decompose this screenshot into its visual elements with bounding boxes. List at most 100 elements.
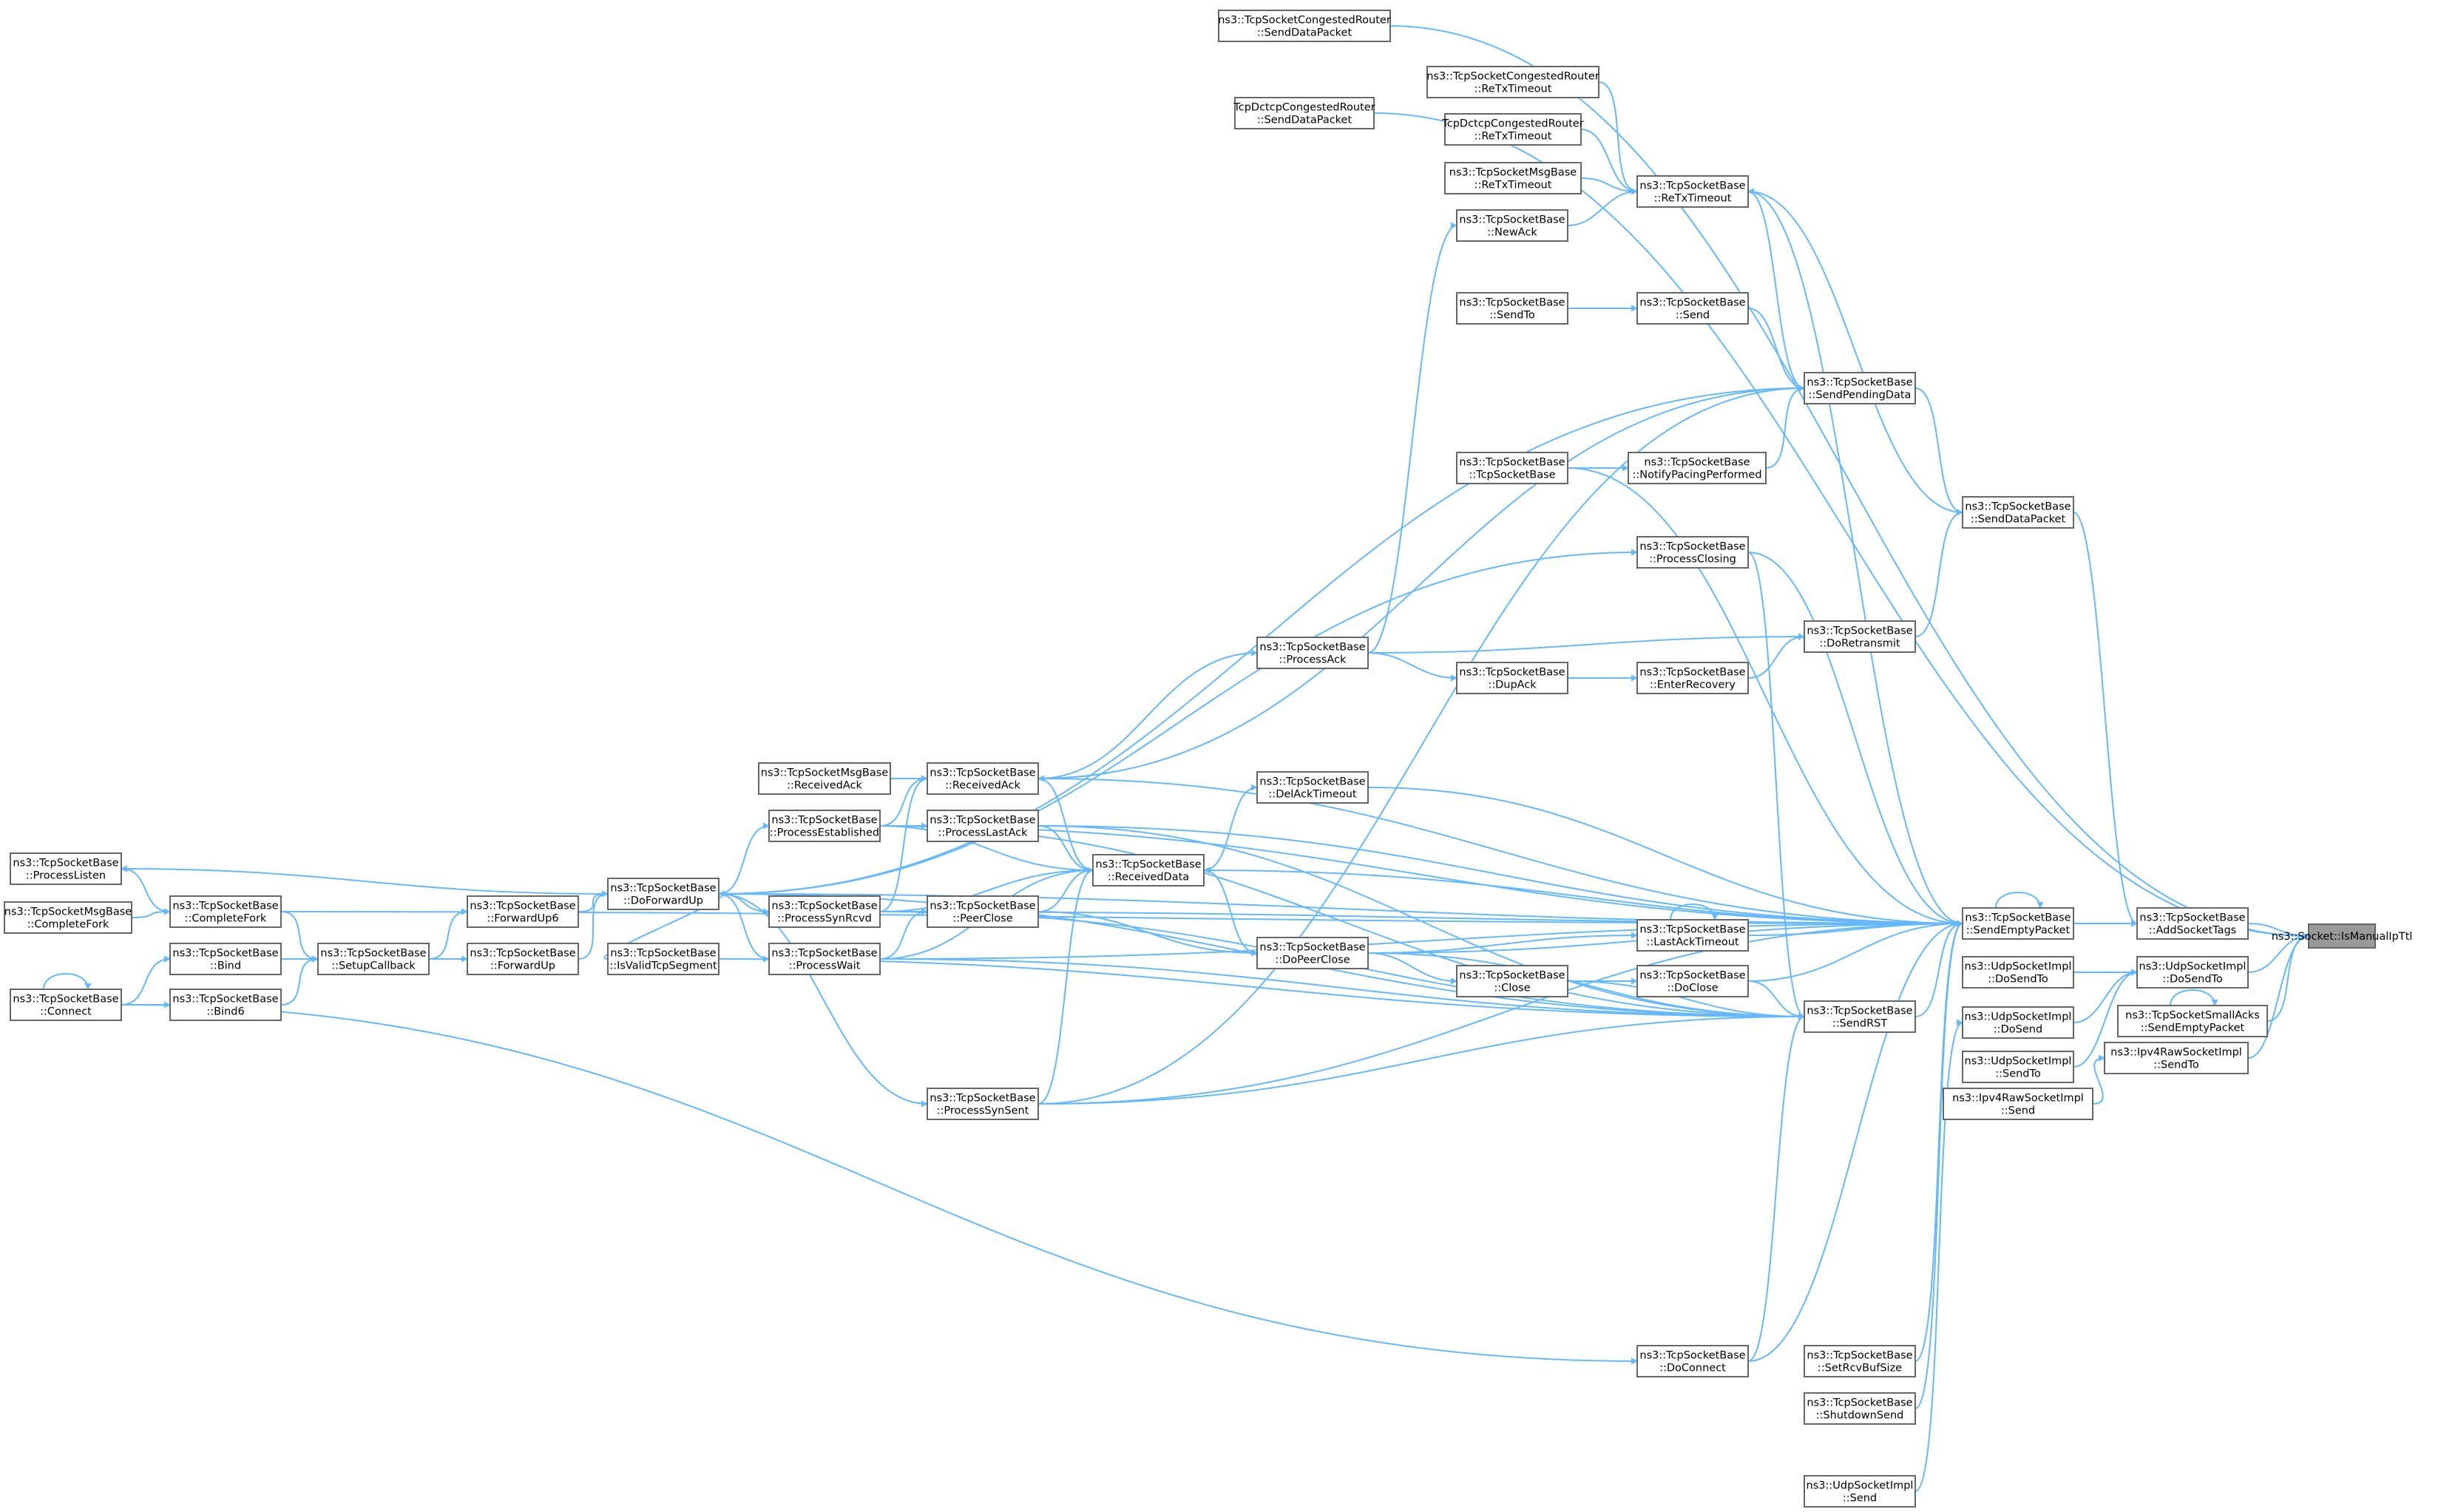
function-node-dup-ack[interactable]: ns3::TcpSocketBase::DupAck <box>1456 662 1568 694</box>
call-edge-do-connect-to-send-r-s-t <box>1747 1013 1805 1362</box>
node-box <box>1962 1006 2074 1039</box>
function-node-enter-recovery[interactable]: ns3::TcpSocketBase::EnterRecovery <box>1636 662 1749 694</box>
function-node-send-r-s-t[interactable]: ns3::TcpSocketBase::SendRST <box>1804 1000 1916 1033</box>
call-edge-send-pending-to-send-data-pkt <box>1914 387 1963 516</box>
function-node-bind6[interactable]: ns3::TcpSocketBase::Bind6 <box>169 989 282 1021</box>
function-node-re-tx[interactable]: ns3::TcpSocketBase::ReTxTimeout <box>1636 175 1749 208</box>
node-box <box>10 989 122 1021</box>
node-label-line: TcpDctcpCongestedRouter <box>1441 118 1583 130</box>
node-label-line: ::ProcessClosing <box>1649 554 1736 566</box>
function-node-udp-do-send-to-r[interactable]: ns3::UdpSocketImpl::DoSendTo <box>2136 956 2249 989</box>
node-label-line: ns3::TcpSocketBase <box>470 948 575 960</box>
function-node-msg-comp-fork[interactable]: ns3::TcpSocketMsgBase::CompleteFork <box>4 901 132 934</box>
function-node-ipv4-send[interactable]: ns3::Ipv4RawSocketImpl::Send <box>1943 1088 2093 1120</box>
function-node-close[interactable]: ns3::TcpSocketBase::Close <box>1456 965 1568 997</box>
function-node-do-connect[interactable]: ns3::TcpSocketBase::DoConnect <box>1636 1345 1749 1377</box>
node-label-line: ns3::TcpSocketBase <box>1639 970 1745 982</box>
function-node-new-ack[interactable]: ns3::TcpSocketBase::NewAck <box>1456 209 1568 242</box>
function-node-comp-fork[interactable]: ns3::TcpSocketBase::CompleteFork <box>169 895 282 928</box>
function-node-recv-ack[interactable]: ns3::TcpSocketBase::ReceivedAck <box>927 762 1039 795</box>
function-node-connect[interactable]: ns3::TcpSocketBase::Connect <box>10 989 122 1021</box>
call-edge-is-valid-to-send-r-s-t <box>718 958 1805 1020</box>
function-node-ipv4-send-to[interactable]: ns3::Ipv4RawSocketImpl::SendTo <box>2104 1042 2249 1074</box>
function-node-proc-listen[interactable]: ns3::TcpSocketBase::ProcessListen <box>10 852 122 885</box>
node-label-line: ::ProcessLastAck <box>938 827 1028 839</box>
function-node-peer-close[interactable]: ns3::TcpSocketBase::PeerClose <box>927 895 1039 928</box>
function-node-dctcp-send[interactable]: TcpDctcpCongestedRouter::SendDataPacket <box>1233 97 1375 129</box>
call-edge-set-rcv-buf-to-send-empty <box>1914 920 1963 1362</box>
call-edge-recv-data-to-recv-ack <box>1037 775 1094 871</box>
call-edge-comp-fork-to-proc-listen <box>121 865 171 912</box>
function-node-is-valid[interactable]: ns3::TcpSocketBase::IsValidTcpSegment <box>607 943 720 975</box>
function-node-udp-do-send-to-l[interactable]: ns3::UdpSocketImpl::DoSendTo <box>1962 956 2074 989</box>
call-edge-do-retransmit-to-send-data-pkt <box>1914 509 1963 637</box>
function-node-set-rcv-buf[interactable]: ns3::TcpSocketBase::SetRcvBufSize <box>1804 1345 1916 1377</box>
function-node-send-pending[interactable]: ns3::TcpSocketBase::SendPendingData <box>1804 372 1916 404</box>
function-node-proc-wait[interactable]: ns3::TcpSocketBase::ProcessWait <box>768 943 881 975</box>
node-label-line: ns3::TcpSocketBase <box>1459 667 1565 679</box>
function-node-proc-syn-sent[interactable]: ns3::TcpSocketBase::ProcessSynSent <box>927 1088 1039 1120</box>
function-node-proc-est[interactable]: ns3::TcpSocketBase::ProcessEstablished <box>768 810 881 842</box>
call-edge-udp-send-to-udp-do-send <box>1914 1019 1963 1492</box>
function-node-last-ack-to[interactable]: ns3::TcpSocketBase::LastAckTimeout <box>1636 919 1749 952</box>
call-edge-proc-est-to-send-r-s-t <box>879 825 1805 1020</box>
call-edge-proc-syn-rcvd-to-recv-ack <box>879 775 928 912</box>
node-label-line: ::ReTxTimeout <box>1475 131 1552 143</box>
function-node-proc-ack[interactable]: ns3::TcpSocketBase::ProcessAck <box>1256 637 1369 669</box>
function-node-proc-last-ack[interactable]: ns3::TcpSocketBase::ProcessLastAck <box>927 810 1039 842</box>
function-node-msg-recv-ack[interactable]: ns3::TcpSocketMsgBase::ReceivedAck <box>758 762 891 795</box>
function-node-setup-cb[interactable]: ns3::TcpSocketBase::SetupCallback <box>317 943 430 975</box>
call-edge-is-valid-to-do-forward-up <box>603 890 725 960</box>
call-edge-close-to-send-r-s-t <box>1567 980 1805 1020</box>
node-box <box>927 810 1039 842</box>
function-node-notify-pacing[interactable]: ns3::TcpSocketBase::NotifyPacingPerforme… <box>1628 452 1767 484</box>
node-label-line: ::DelAckTimeout <box>1268 789 1356 801</box>
function-node-udp-send-to[interactable]: ns3::UdpSocketImpl::SendTo <box>1962 1051 2074 1083</box>
node-label-line: ::SendDataPacket <box>1257 115 1352 126</box>
function-node-do-close[interactable]: ns3::TcpSocketBase::DoClose <box>1636 965 1749 997</box>
call-edge-bind6-to-setup-cb <box>280 955 319 1006</box>
function-node-do-forward-up[interactable]: ns3::TcpSocketBase::DoForwardUp <box>607 878 720 910</box>
function-node-is-manual[interactable]: ns3::Socket::IsManualIpTtl <box>2272 923 2413 949</box>
function-node-fwd-up6[interactable]: ns3::TcpSocketBase::ForwardUp6 <box>467 895 579 928</box>
call-edge-send-pending-to-re-tx <box>1747 188 1805 389</box>
function-node-dctcp-re-tx[interactable]: TcpDctcpCongestedRouter::ReTxTimeout <box>1441 113 1584 146</box>
function-node-proc-closing[interactable]: ns3::TcpSocketBase::ProcessClosing <box>1636 536 1749 569</box>
function-node-small-acks[interactable]: ns3::TcpSocketSmallAcks::SendEmptyPacket <box>2117 1005 2268 1037</box>
node-box <box>1444 162 1582 194</box>
function-node-do-retransmit[interactable]: ns3::TcpSocketBase::DoRetransmit <box>1804 620 1916 653</box>
function-node-add-tags[interactable]: ns3::TcpSocketBase::AddSocketTags <box>2136 907 2249 940</box>
node-label-line: ::ShutdownSend <box>1816 1410 1904 1422</box>
function-node-udp-send[interactable]: ns3::UdpSocketImpl::Send <box>1804 1475 1916 1508</box>
node-label-line: ns3::TcpSocketBase <box>1807 1397 1912 1409</box>
node-label-line: ns3::TcpSocketBase <box>1459 214 1565 226</box>
node-box <box>1456 965 1568 997</box>
function-node-del-ack[interactable]: ns3::TcpSocketBase::DelAckTimeout <box>1256 771 1369 804</box>
call-edge-proc-wait-to-peer-close <box>879 908 928 960</box>
function-node-bind[interactable]: ns3::TcpSocketBase::Bind <box>169 943 282 975</box>
function-node-send-data-pkt[interactable]: ns3::TcpSocketBase::SendDataPacket <box>1962 496 2074 529</box>
node-label-line: ns3::TcpSocketBase <box>1095 859 1201 871</box>
node-label-line: ns3::TcpSocketBase <box>930 767 1035 779</box>
function-node-send-to-tcp[interactable]: ns3::TcpSocketBase::SendTo <box>1456 292 1568 325</box>
function-node-tcp-ctor[interactable]: ns3::TcpSocketBase::TcpSocketBase <box>1456 452 1568 484</box>
function-node-do-peer-close[interactable]: ns3::TcpSocketBase::DoPeerClose <box>1256 937 1369 969</box>
function-node-recv-data[interactable]: ns3::TcpSocketBase::ReceivedData <box>1092 854 1205 886</box>
node-label-line: ::LastAckTimeout <box>1646 937 1739 949</box>
node-box <box>2136 956 2249 989</box>
function-node-fwd-up[interactable]: ns3::TcpSocketBase::ForwardUp <box>467 943 579 975</box>
function-node-msg-re-tx[interactable]: ns3::TcpSocketMsgBase::ReTxTimeout <box>1444 162 1582 194</box>
function-node-shutdown-send[interactable]: ns3::TcpSocketBase::ShutdownSend <box>1804 1392 1916 1425</box>
function-node-udp-do-send[interactable]: ns3::UdpSocketImpl::DoSend <box>1962 1006 2074 1039</box>
node-label-line: ::NewAck <box>1487 227 1537 239</box>
function-node-send-empty[interactable]: ns3::TcpSocketBase::SendEmptyPacket <box>1962 907 2074 940</box>
call-edge-notify-pacing-to-send-pending <box>1765 384 1805 469</box>
function-node-cong-re-tx[interactable]: ns3::TcpSocketCongestedRouter::ReTxTimeo… <box>1426 66 1599 98</box>
function-node-proc-syn-rcvd[interactable]: ns3::TcpSocketBase::ProcessSynRcvd <box>768 895 881 928</box>
call-edge-fwd-up6-to-do-forward-up <box>578 890 609 912</box>
function-node-send[interactable]: ns3::TcpSocketBase::Send <box>1636 292 1749 325</box>
call-edge-send-r-s-t-to-send-empty <box>1914 920 1963 1017</box>
node-label-line: ns3::TcpSocketBase <box>1807 1006 1912 1017</box>
function-node-cong-send[interactable]: ns3::TcpSocketCongestedRouter::SendDataP… <box>1218 10 1391 42</box>
node-label-line: ::TcpSocketBase <box>1469 469 1555 481</box>
